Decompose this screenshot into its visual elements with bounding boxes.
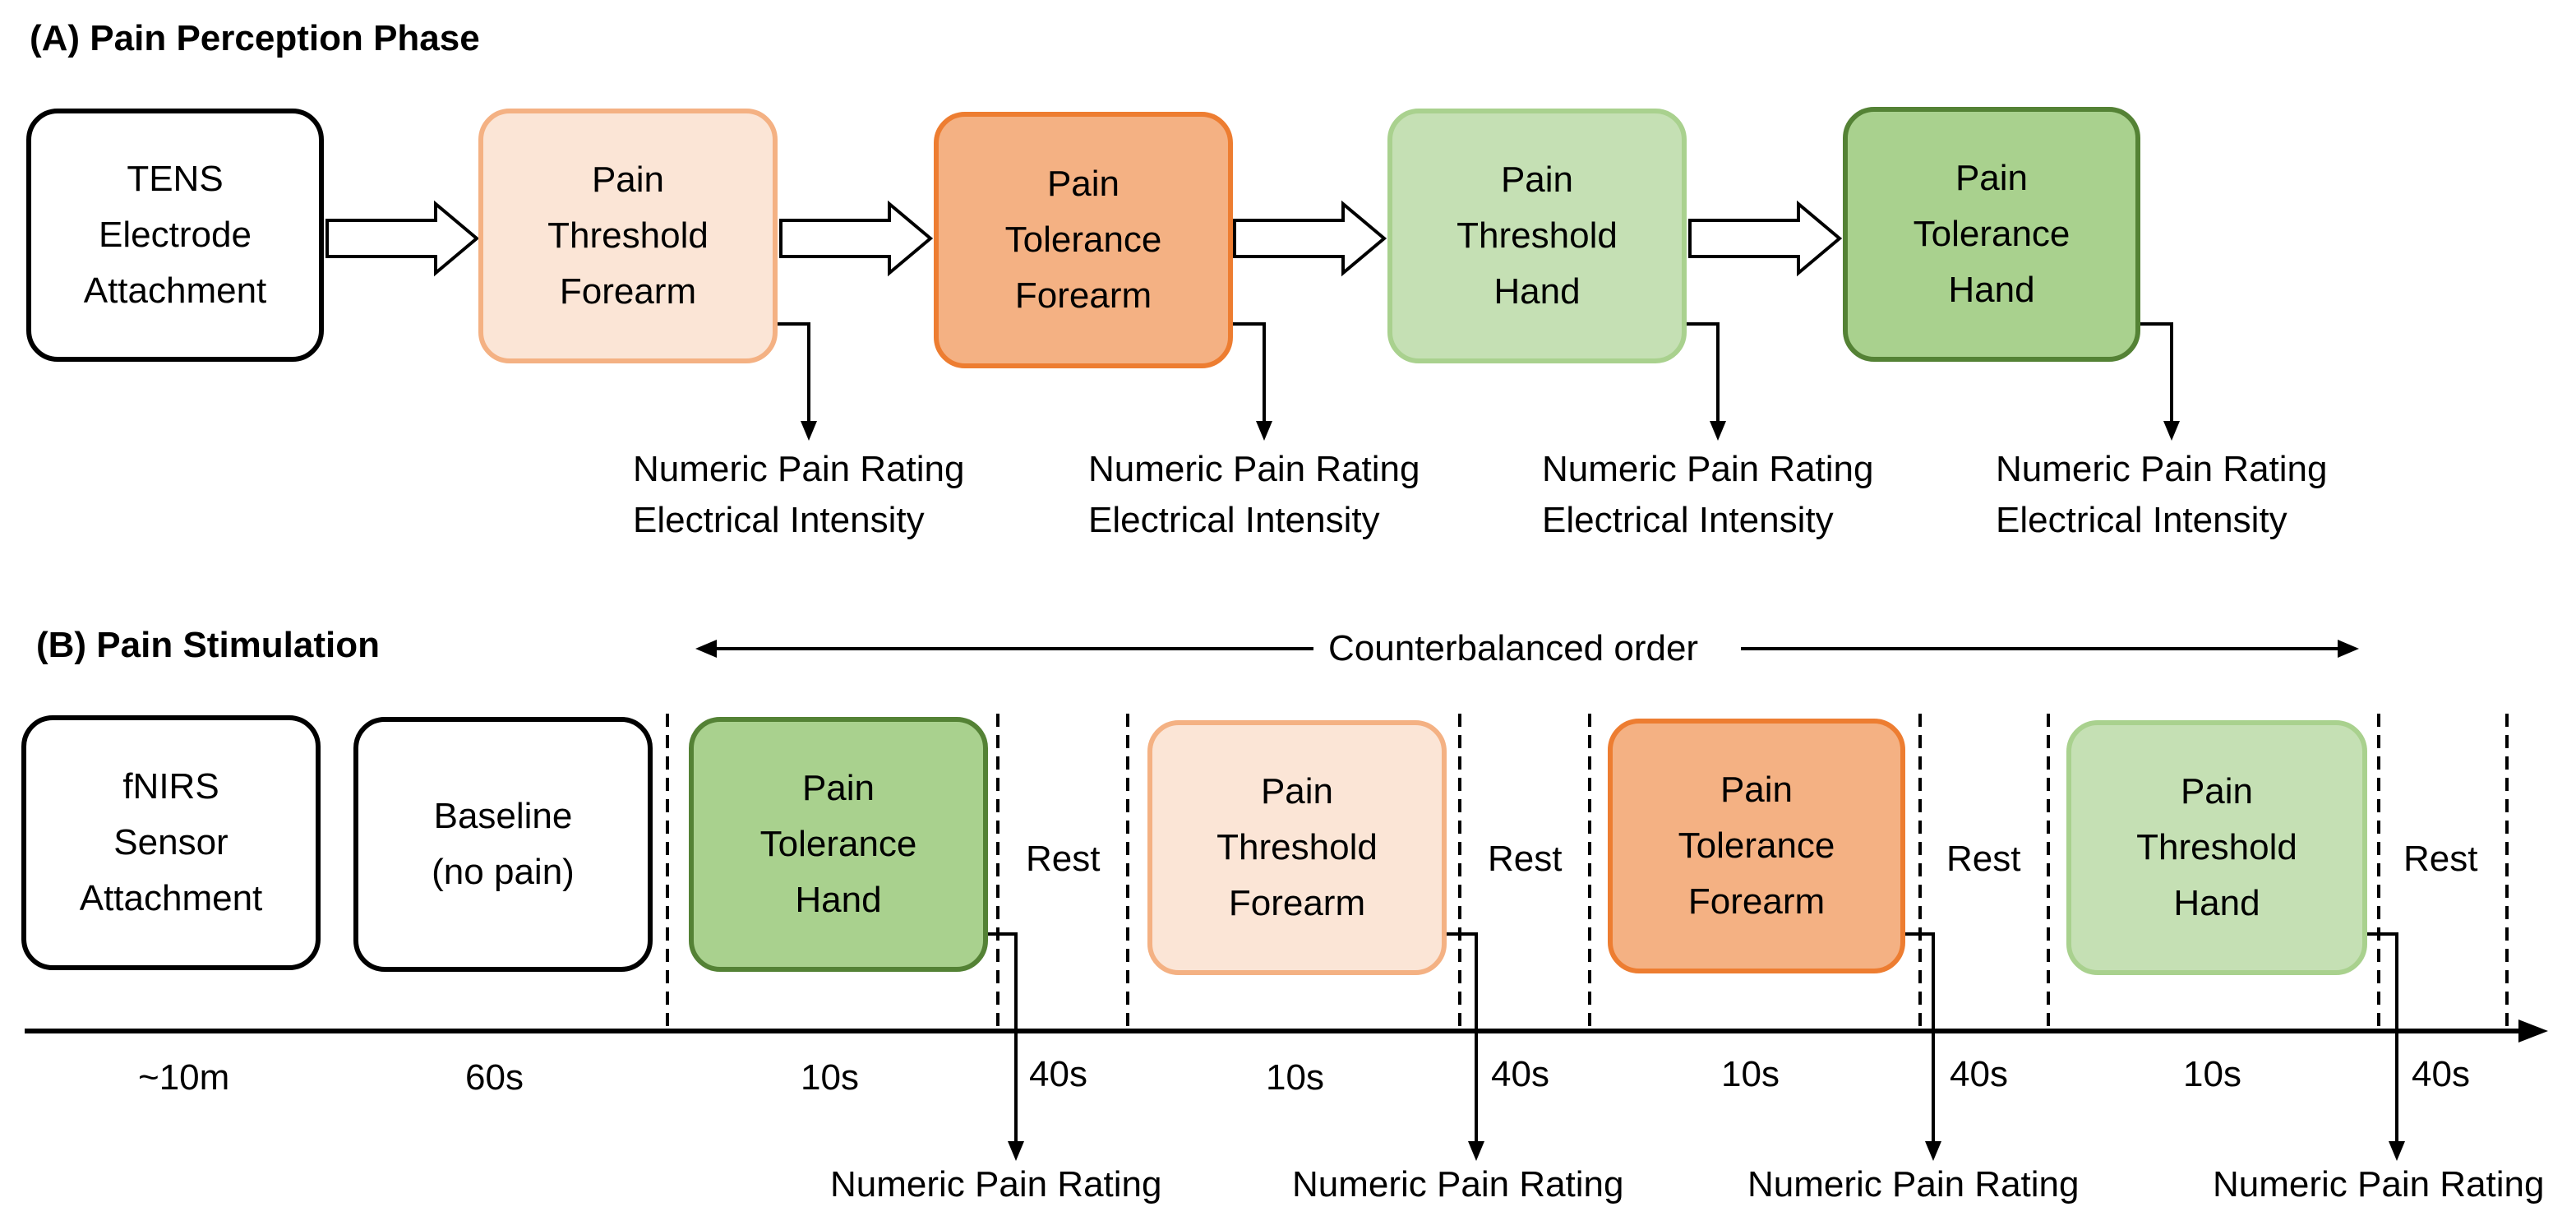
duration-rest-1: 40s [1029,1054,1087,1094]
rest-label-1: Rest [1026,839,1101,879]
section-a-title: (A) Pain Perception Phase [30,18,480,58]
duration-stimulus-1: 10s [801,1057,859,1098]
output-label-b-3: Numeric Pain Rating [1747,1164,2080,1204]
output-label-b-2: Numeric Pain Rating [1292,1164,1624,1204]
duration-rest-3: 40s [1950,1054,2008,1094]
output-arrow-a-2 [1233,322,1266,424]
rest-label-3: Rest [1946,839,2021,879]
duration-baseline: 60s [465,1057,524,1098]
flow-arrow-4 [1688,200,1843,277]
output-label-b-4: Numeric Pain Rating [2213,1164,2545,1204]
step-baseline: Baseline(no pain) [353,717,653,972]
rest-label-2: Rest [1488,839,1563,879]
output-arrow-b-1 [988,932,1018,1144]
output-arrow-b-4 [2367,932,2398,1144]
output-label-b-1: Numeric Pain Rating [830,1164,1162,1204]
flow-arrow-1 [325,200,480,277]
duration-stimulus-3: 10s [1721,1054,1780,1094]
output-arrow-a-3 [1687,322,1720,424]
duration-rest-4: 40s [2412,1054,2470,1094]
counterbalanced-order-label: Counterbalanced order [1328,628,1699,668]
duration-setup: ~10m [138,1057,230,1098]
output-arrow-a-4 [2140,322,2173,424]
duration-rest-2: 40s [1491,1054,1549,1094]
section-b-title: (B) Pain Stimulation [36,625,380,665]
output-arrow-b-2 [1447,932,1478,1144]
duration-stimulus-4: 10s [2183,1054,2241,1094]
flow-arrow-2 [779,200,934,277]
output-arrow-b-3 [1905,932,1935,1144]
rest-label-4: Rest [2403,839,2478,879]
duration-stimulus-2: 10s [1266,1057,1324,1098]
output-arrow-a-1 [778,322,810,424]
flow-arrow-3 [1233,200,1387,277]
